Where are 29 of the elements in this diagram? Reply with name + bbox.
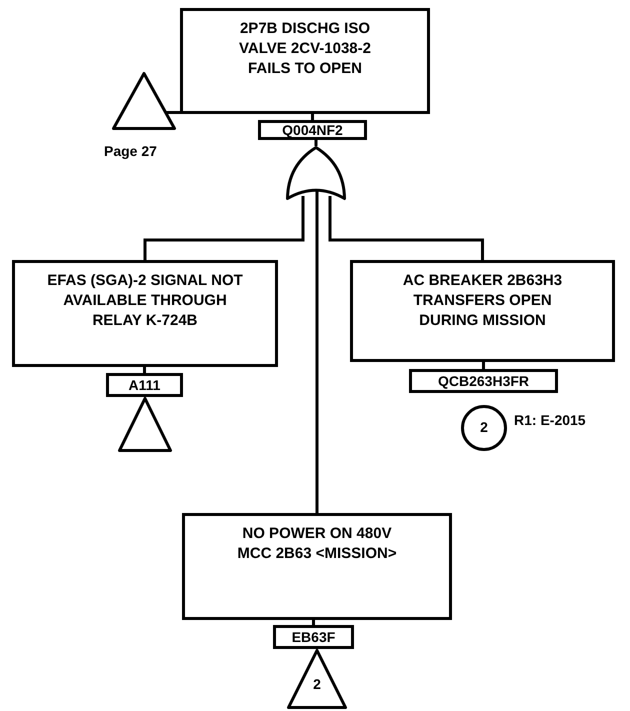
event-description: EFAS (SGA)-2 SIGNAL NOT AVAILABLE THROUGH RELAY K-724B xyxy=(46,271,244,331)
event-id: Q004NF2 xyxy=(282,122,343,138)
event-description: 2P7B DISCHG ISO VALVE 2CV-1038-2 FAILS TO OPEN xyxy=(238,19,372,79)
connector-line xyxy=(143,367,146,373)
connector-line xyxy=(482,362,485,369)
event-id: QCB263H3FR xyxy=(438,373,530,389)
event-box xyxy=(350,260,615,362)
connector-line xyxy=(166,111,180,114)
event-description: NO POWER ON 480V MCC 2B63 <MISSION> xyxy=(236,524,398,564)
transfer-number: 2 xyxy=(479,419,489,435)
event-box xyxy=(182,513,452,620)
connector-line xyxy=(316,190,318,513)
transfer-number: 2 xyxy=(312,676,322,692)
connector-line xyxy=(312,620,315,625)
event-id: EB63F xyxy=(292,629,336,645)
page-reference: Page 27 xyxy=(104,143,157,159)
event-id: A111 xyxy=(128,377,160,393)
event-id-tag xyxy=(273,625,354,649)
event-id-tag xyxy=(409,369,558,393)
event-id-tag xyxy=(258,120,367,140)
event-description: AC BREAKER 2B63H3 TRANSFERS OPEN DURING MISSION xyxy=(402,271,564,331)
connector-line xyxy=(144,196,304,260)
event-id-tag xyxy=(106,373,183,397)
connector-line xyxy=(328,196,484,260)
event-box xyxy=(180,8,430,114)
connector-line xyxy=(314,140,318,146)
reference-note: R1: E-2015 xyxy=(514,412,586,428)
event-box xyxy=(12,260,278,367)
connector-line xyxy=(311,114,314,120)
